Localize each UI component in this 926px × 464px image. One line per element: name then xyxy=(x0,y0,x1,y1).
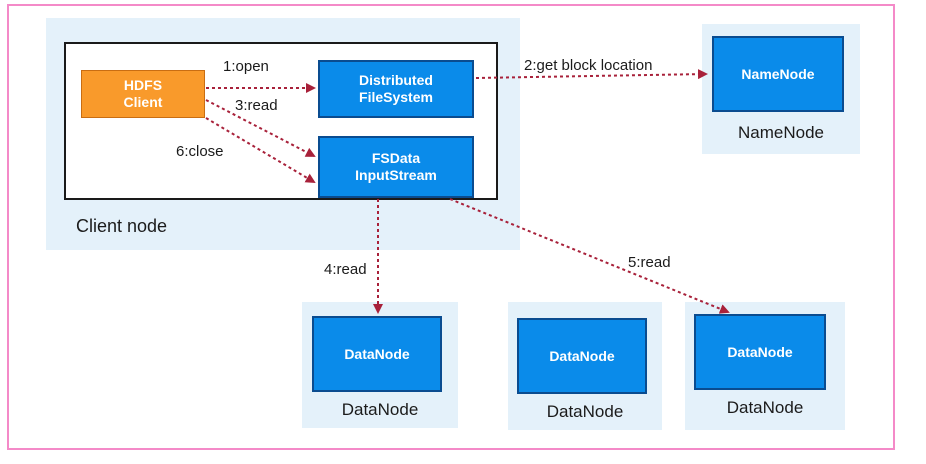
datanode-2-box: DataNode xyxy=(517,318,647,394)
datanode-1-box: DataNode xyxy=(312,316,442,392)
datanode-1-caption: DataNode xyxy=(341,400,419,419)
edge-label-read-5: 5:read xyxy=(628,254,671,271)
edge-label-read-4: 4:read xyxy=(324,261,367,278)
namenode-caption: NameNode xyxy=(738,123,824,142)
edge-label-read-3: 3:read xyxy=(235,97,278,114)
fsdata-inputstream-box: FSData InputStream xyxy=(318,136,474,198)
datanode-3-caption: DataNode xyxy=(726,398,804,417)
namenode-box: NameNode xyxy=(712,36,844,112)
datanode-3-box: DataNode xyxy=(694,314,826,390)
datanode-2-caption: DataNode xyxy=(546,402,624,421)
hdfs-client-box: HDFS Client xyxy=(81,70,205,118)
client-node-label: Client node xyxy=(76,216,168,236)
edge-label-open: 1:open xyxy=(223,58,269,75)
diagram-frame xyxy=(7,4,895,450)
edge-label-get-block-location: 2:get block location xyxy=(524,57,653,74)
edge-label-close: 6:close xyxy=(176,143,224,160)
distributed-filesystem-box: Distributed FileSystem xyxy=(318,60,474,118)
